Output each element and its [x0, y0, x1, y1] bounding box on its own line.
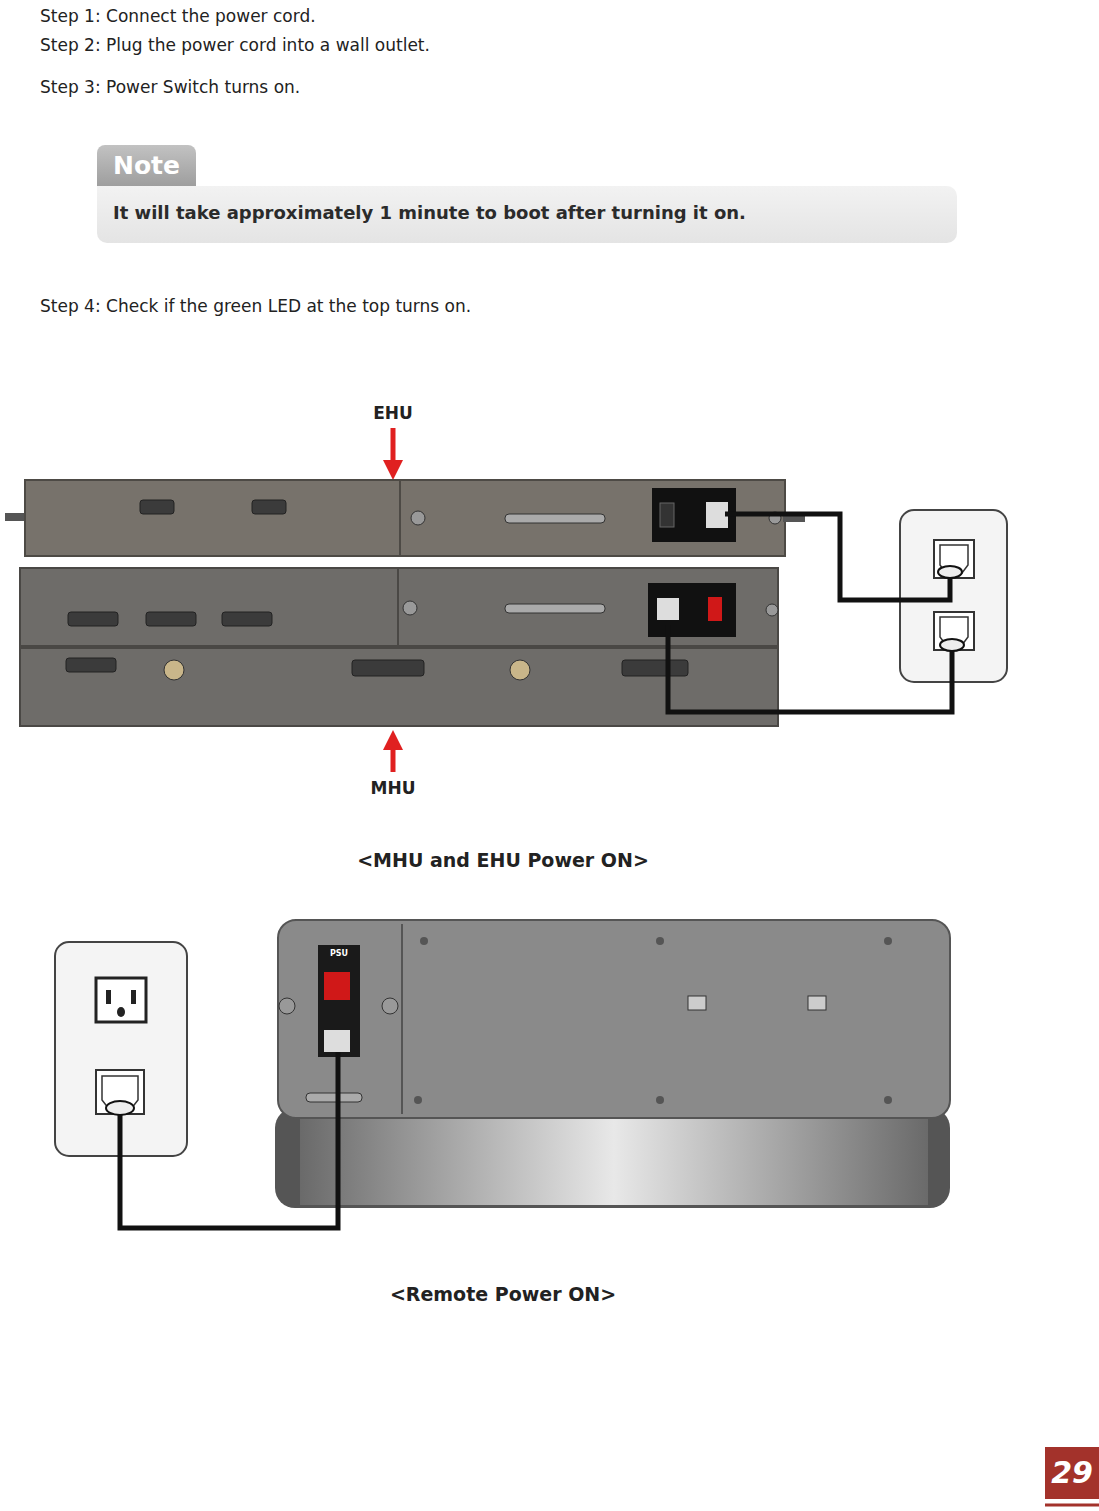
- power-cord: [120, 1052, 338, 1228]
- note-body: It will take approximately 1 minute to b…: [97, 186, 957, 243]
- step-text: Step 1: Connect the power cord.: [40, 6, 316, 26]
- plug: [940, 639, 964, 651]
- note-heading: Note: [97, 145, 196, 186]
- step-text: Step 2: Plug the power cord into a wall …: [40, 35, 430, 55]
- pointer-arrow: [391, 740, 396, 772]
- step-text: Step 4: Check if the green LED at the to…: [40, 296, 471, 316]
- page-number-box: [1045, 1447, 1099, 1499]
- remote-unit: [275, 920, 950, 1208]
- ehu-panel: [5, 480, 805, 556]
- power-cord: [725, 514, 950, 600]
- panel-label: PSU: [330, 949, 348, 958]
- plug: [938, 566, 962, 578]
- mhu-panel: [20, 568, 778, 726]
- rule: [1045, 1504, 1099, 1507]
- step-text: Step 3: Power Switch turns on.: [40, 77, 300, 97]
- power-cord: [668, 625, 952, 712]
- unit-label: MHU: [371, 778, 416, 798]
- note-box: NoteIt will take approximately 1 minute …: [97, 145, 957, 243]
- figure-caption: <Remote Power ON>: [390, 1283, 616, 1305]
- figure-caption: <MHU and EHU Power ON>: [357, 849, 649, 871]
- pointer-arrow: [391, 428, 396, 470]
- plug: [106, 1101, 134, 1115]
- page-number: 29: [1051, 1455, 1093, 1490]
- unit-label: EHU: [373, 403, 413, 423]
